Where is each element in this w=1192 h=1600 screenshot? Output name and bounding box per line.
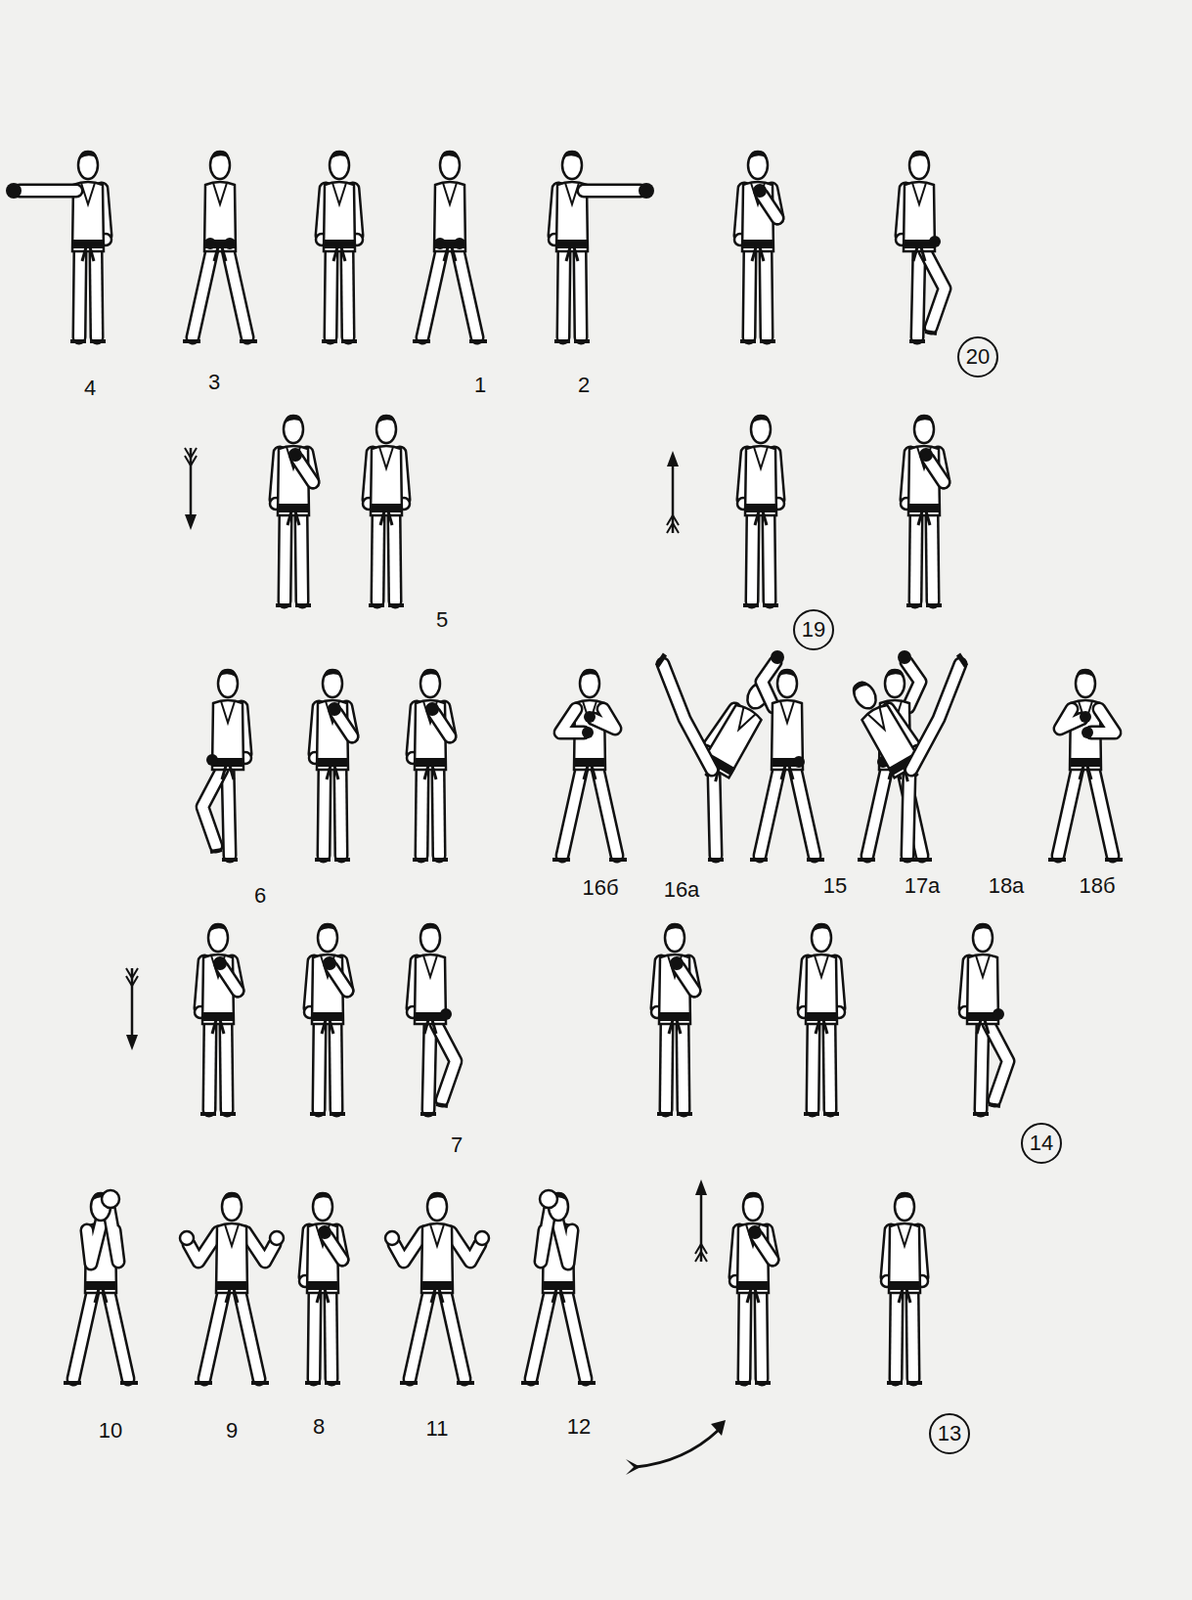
step-circle: 19 bbox=[793, 609, 835, 651]
step-number: 4 bbox=[84, 375, 96, 401]
turn-arrow bbox=[625, 1419, 726, 1475]
step-number: 12 bbox=[567, 1413, 591, 1440]
step-circle: 14 bbox=[1020, 1122, 1062, 1164]
step-number: 3 bbox=[208, 369, 221, 396]
figure bbox=[5, 150, 945, 342]
figure bbox=[126, 923, 1009, 1114]
step-number: 20 bbox=[966, 344, 990, 370]
step-number: 11 bbox=[426, 1415, 449, 1442]
step-number: 15 bbox=[823, 873, 847, 899]
step-number: 5 bbox=[436, 607, 448, 633]
step-number: 6 bbox=[254, 882, 266, 909]
step-number: 9 bbox=[225, 1417, 238, 1444]
step-number: 18а bbox=[988, 873, 1025, 899]
step-number: 7 bbox=[450, 1132, 463, 1158]
step-number: 14 bbox=[1029, 1130, 1054, 1156]
step-number: 18б bbox=[1078, 873, 1115, 899]
step-number: 8 bbox=[312, 1413, 325, 1440]
step-circle: 20 bbox=[957, 336, 999, 378]
step-circle: 13 bbox=[928, 1412, 971, 1455]
step-number: 17а bbox=[904, 873, 941, 899]
step-number: 2 bbox=[577, 372, 590, 398]
step-number: 13 bbox=[937, 1420, 962, 1447]
step-number: 19 bbox=[801, 617, 826, 643]
step-number: 16а bbox=[663, 877, 701, 903]
step-number: 1 bbox=[474, 372, 486, 398]
figure bbox=[202, 650, 1123, 860]
step-number: 16б bbox=[581, 875, 619, 901]
step-number: 10 bbox=[98, 1417, 123, 1444]
figure bbox=[63, 1179, 928, 1383]
figure bbox=[184, 414, 944, 606]
